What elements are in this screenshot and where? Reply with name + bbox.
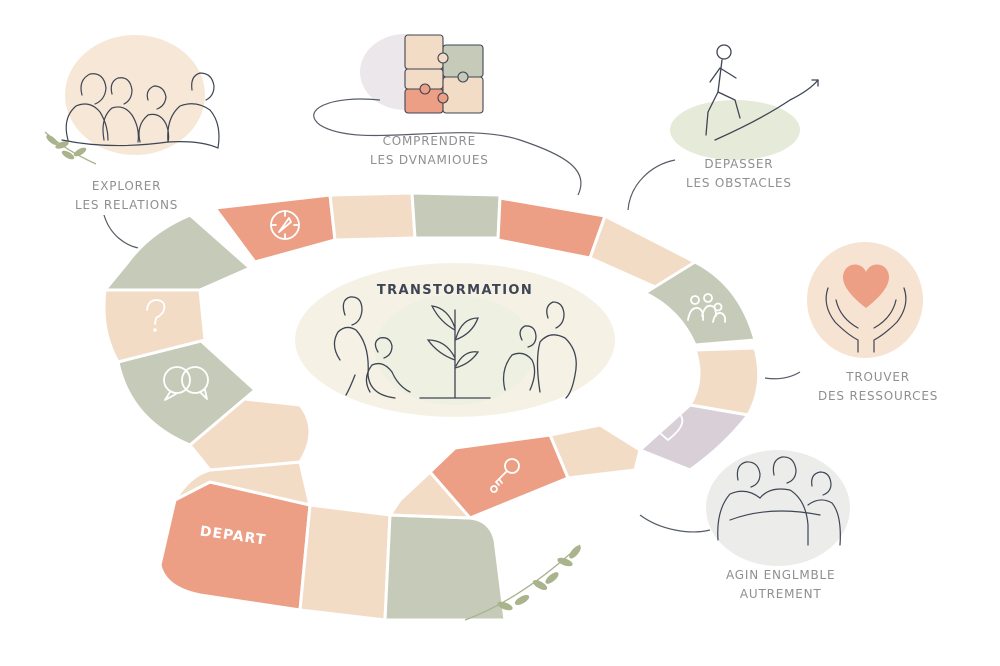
explorer-leaf-branch [44, 131, 97, 165]
connector-comprendre [313, 98, 582, 196]
blob-depasser [670, 100, 800, 160]
label-explorer-line2: LES RELATIONS [75, 198, 179, 212]
tile-r2[interactable] [688, 346, 761, 417]
question-mark-icon [146, 299, 166, 332]
center-area [295, 263, 615, 417]
connector-agir [639, 514, 711, 533]
label-comprendre-line2: LES DVNAMIOUES [370, 153, 489, 167]
label-trouver: TROUVER DES RESSOURCES [818, 368, 938, 406]
family-plant-illustration [333, 296, 577, 399]
tile-r6[interactable] [388, 470, 472, 520]
tile-l5[interactable] [103, 213, 252, 292]
heart-in-hands-icon [825, 264, 907, 353]
tile-r1[interactable] [643, 260, 757, 347]
people-icon [687, 293, 727, 323]
label-explorer-line1: EXPLORER [91, 179, 162, 193]
tile-t4[interactable] [496, 196, 607, 260]
label-agir: AGIN ENGLMBLE AUTREMENT [726, 566, 835, 604]
tile-t2[interactable] [328, 191, 417, 242]
tile-l3[interactable] [116, 338, 257, 447]
key-icon [490, 458, 520, 493]
heart-icon [652, 411, 684, 441]
label-trouver-line2: DES RESSOURCES [818, 389, 939, 403]
tile-icons [146, 210, 727, 493]
group-embrace-icon [717, 456, 841, 546]
bottom-leaf-branch [464, 544, 581, 621]
tile-t3[interactable] [410, 191, 502, 240]
connector-depasser [627, 159, 676, 211]
label-comprendre-line1: COMPRENDRE [382, 134, 477, 148]
label-agir-line1: AGIN ENGLMBLE [726, 568, 836, 582]
label-explorer: EXPLORER LES RELATIONS [75, 177, 178, 215]
label-depasser-line1: DEPASSER [704, 157, 774, 171]
tile-b2[interactable] [383, 513, 507, 622]
connector-explorer [103, 214, 139, 249]
speech-bubbles-icon [163, 366, 209, 401]
tile-b1[interactable] [298, 503, 392, 622]
label-depasser: DEPASSER LES OBSTACLES [686, 155, 792, 193]
label-agir-line2: AUTREMENT [739, 587, 822, 601]
tile-l4[interactable] [102, 288, 207, 364]
climbing-person-icon [705, 44, 819, 141]
center-title: TRANSTORMATION [376, 283, 534, 298]
family-group-icon [61, 72, 220, 149]
blob-explorer [65, 35, 205, 155]
label-trouver-line1: TROUVER [846, 370, 910, 384]
tile-l1[interactable] [173, 460, 312, 507]
path-tiles [102, 191, 761, 622]
blob-agir [706, 450, 850, 566]
connector-lines [103, 98, 801, 533]
tile-r3[interactable] [638, 403, 750, 472]
label-comprendre: COMPRENDRE LES DVNAMIOUES [370, 132, 489, 170]
label-depasser-line2: LES OBSTACLES [686, 176, 792, 190]
puzzle-icon [404, 34, 484, 114]
compass-icon [270, 210, 300, 240]
connector-trouver [764, 371, 801, 380]
